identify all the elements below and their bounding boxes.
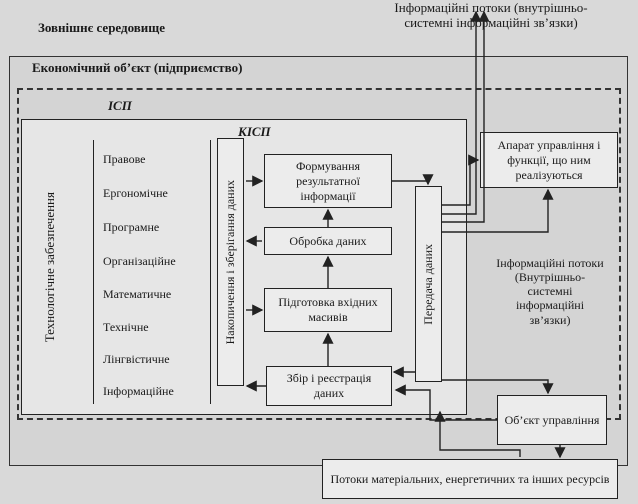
- resource-flows-box: Потоки матеріальних, енергетичних та інш…: [322, 459, 618, 499]
- kisp-label: КІСП: [238, 124, 271, 139]
- support-item: Правове: [103, 152, 146, 166]
- info-flows-top-label: Інформаційні потоки (внутрішньо- системн…: [394, 0, 588, 31]
- formation-label: Формування результатної інформації: [295, 158, 361, 203]
- storage-label: Накопичення і зберігання даних: [223, 179, 237, 345]
- support-item: Інформаційне: [103, 384, 174, 398]
- support-item: Технічне: [103, 320, 149, 334]
- kisp-frame: [21, 119, 467, 415]
- isp-label: ІСП: [108, 98, 132, 113]
- support-right-bracket: [210, 140, 211, 404]
- support-item: Ергономічне: [103, 186, 168, 200]
- econ-object-label: Економічний об’єкт (підприємство): [32, 60, 243, 75]
- collection-box: Збір і реєстрація даних: [266, 366, 392, 406]
- resource-flows-label: Потоки матеріальних, енергетичних та інш…: [330, 471, 610, 486]
- management-box: Апарат управління і функції, що ним реал…: [480, 132, 618, 188]
- support-item: Організаційне: [103, 254, 176, 268]
- formation-box: Формування результатної інформації: [264, 154, 392, 208]
- preparation-label: Підготовка вхідних масивів: [278, 295, 378, 324]
- storage-box: Накопичення і зберігання даних: [217, 138, 244, 386]
- control-object-label: Об’єкт управління: [504, 412, 600, 427]
- support-left-bracket: [93, 140, 94, 404]
- processing-label: Обробка даних: [289, 233, 367, 248]
- support-item: Програмне: [103, 220, 160, 234]
- control-object-box: Об’єкт управління: [497, 395, 607, 445]
- external-env-label: Зовнішнє середовище: [38, 20, 166, 35]
- processing-box: Обробка даних: [264, 227, 392, 255]
- collection-label: Збір і реєстрація даних: [286, 371, 372, 400]
- transfer-label: Передача даних: [421, 243, 435, 325]
- isp-dashed-frame: [17, 88, 621, 420]
- tech-support-label: Технологічне забезпечення: [42, 192, 57, 343]
- info-flows-right-label: Інформаційні потоки (Внутрішньо-системні…: [496, 256, 604, 327]
- preparation-box: Підготовка вхідних масивів: [264, 288, 392, 332]
- transfer-box: Передача даних: [415, 186, 442, 382]
- support-item: Лінгвістичне: [103, 352, 170, 366]
- management-label: Апарат управління і функції, що ним реал…: [497, 137, 601, 182]
- support-item: Математичне: [103, 287, 172, 301]
